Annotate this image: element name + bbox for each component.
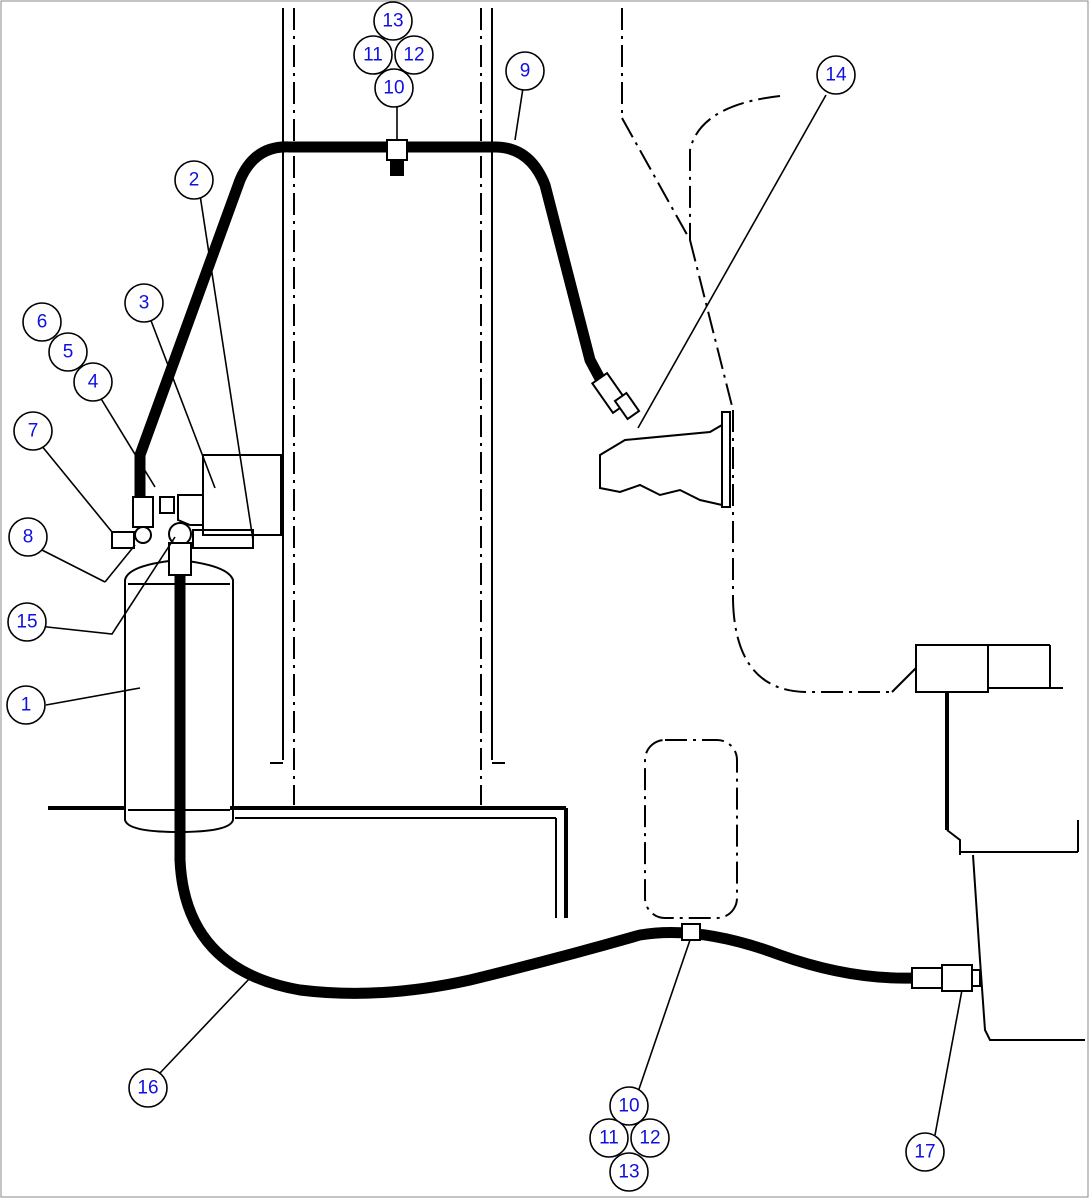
callout-8: 8 [8, 517, 48, 557]
leader-lines [37, 87, 963, 1136]
callout-13-top: 13 [373, 1, 413, 41]
svg-text:15: 15 [16, 612, 37, 633]
clamp-top [386, 139, 408, 176]
svg-text:13: 13 [382, 11, 403, 32]
callout-12-top: 12 [394, 35, 434, 75]
svg-text:17: 17 [914, 1142, 935, 1163]
callout-13-bottom: 13 [609, 1152, 649, 1192]
fitting-filter-outlet [168, 522, 192, 576]
machine-body-right [621, 8, 1085, 1041]
outlet-elbow [599, 411, 731, 508]
callout-12-bottom: 12 [630, 1118, 670, 1158]
svg-text:5: 5 [63, 342, 74, 363]
callout-2: 2 [174, 160, 214, 200]
callout-10-top: 10 [374, 68, 414, 108]
callout-1: 1 [6, 685, 46, 725]
clamp-bottom [681, 923, 701, 941]
svg-text:11: 11 [599, 1128, 619, 1149]
callout-9: 9 [505, 51, 545, 91]
svg-text:10: 10 [383, 78, 404, 99]
callout-14: 14 [816, 55, 856, 95]
svg-text:16: 16 [137, 1078, 158, 1099]
callout-10-bottom: 10 [609, 1086, 649, 1126]
callout-11-bottom: 11 [589, 1118, 629, 1158]
svg-text:11: 11 [363, 45, 383, 66]
svg-text:9: 9 [520, 61, 531, 82]
callout-7: 7 [13, 411, 53, 451]
callout-3: 3 [124, 283, 164, 323]
base-plate [48, 806, 568, 918]
svg-text:3: 3 [139, 293, 150, 314]
svg-text:8: 8 [23, 527, 34, 548]
filter-mount [177, 454, 282, 549]
svg-text:1: 1 [21, 695, 32, 716]
callout-4: 4 [73, 362, 113, 402]
callout-15: 15 [7, 602, 47, 642]
tank-outline [644, 739, 738, 919]
hose-lower [174, 569, 921, 999]
fitting-filter-inlet [111, 496, 175, 549]
callout-17: 17 [905, 1132, 945, 1172]
callout-5: 5 [48, 332, 88, 372]
svg-text:2: 2 [189, 170, 200, 191]
svg-text:12: 12 [403, 45, 424, 66]
callout-6: 6 [22, 302, 62, 342]
hose-upper [134, 141, 611, 521]
svg-text:14: 14 [825, 65, 847, 86]
column-structure [270, 8, 505, 805]
svg-text:4: 4 [88, 372, 99, 393]
svg-text:10: 10 [618, 1096, 639, 1117]
callout-11-top: 11 [353, 35, 393, 75]
fitting-top-right [590, 371, 641, 421]
fitting-right-end [911, 964, 981, 992]
svg-text:12: 12 [639, 1128, 660, 1149]
svg-text:13: 13 [618, 1162, 639, 1183]
svg-text:6: 6 [37, 312, 48, 333]
svg-text:7: 7 [28, 421, 39, 442]
callout-16: 16 [128, 1068, 168, 1108]
